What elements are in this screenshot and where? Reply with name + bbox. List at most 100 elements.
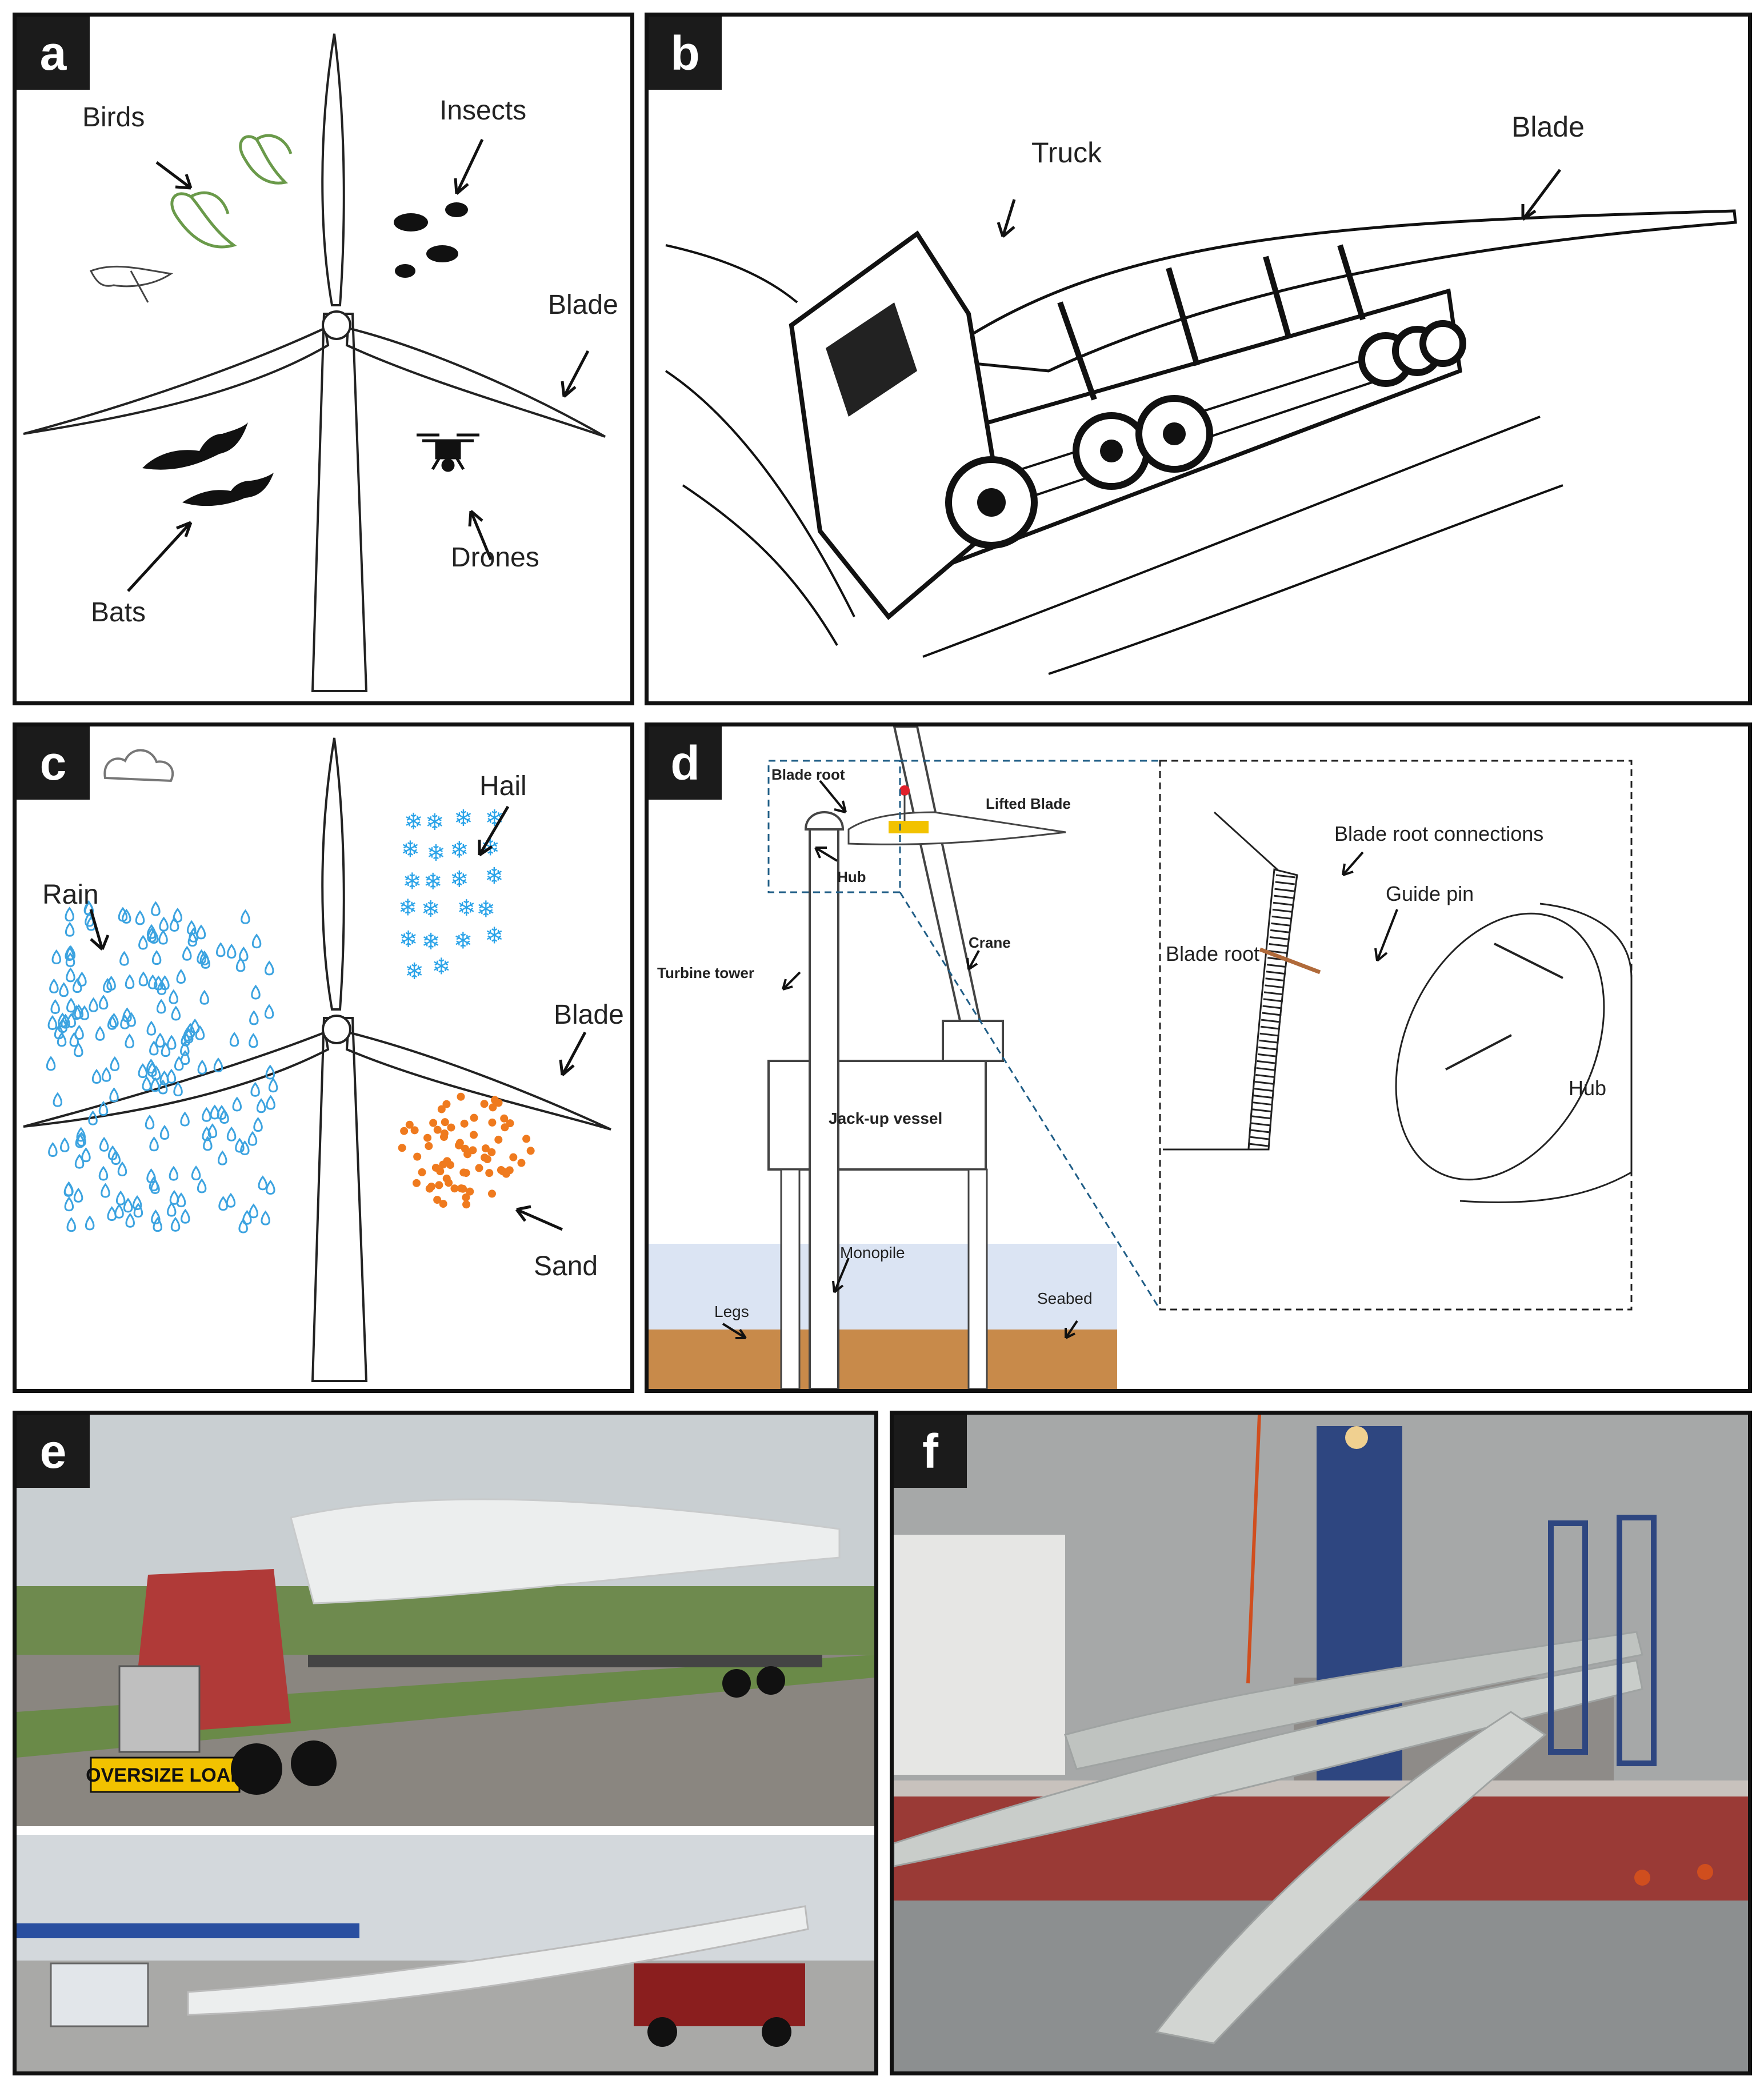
rain-drop bbox=[74, 1153, 85, 1169]
label-blade-root: Blade root bbox=[771, 766, 845, 783]
label-guide-pin: Guide pin bbox=[1386, 882, 1474, 905]
bolt-line bbox=[1261, 1019, 1281, 1023]
sand-grain bbox=[425, 1142, 433, 1151]
rain-drop bbox=[65, 946, 74, 961]
rain-drop bbox=[241, 909, 250, 924]
sand-grain bbox=[475, 1164, 483, 1172]
cab-window bbox=[826, 302, 917, 417]
rain-drop bbox=[58, 1012, 67, 1028]
rain-drop bbox=[57, 1032, 67, 1047]
bolt-line bbox=[1248, 1143, 1269, 1147]
sand-grain bbox=[442, 1174, 451, 1183]
rain-drop bbox=[77, 971, 87, 987]
blade-damaged-1 bbox=[894, 1659, 1643, 1867]
rain-drop bbox=[49, 978, 59, 993]
rain-drop bbox=[146, 1020, 157, 1036]
rain-drop bbox=[176, 1192, 186, 1208]
bolt-lines bbox=[1248, 874, 1296, 1147]
bolt-line bbox=[1263, 998, 1283, 1003]
sand-grain bbox=[487, 1189, 496, 1198]
panel-f: f bbox=[890, 1411, 1752, 2075]
label-blade: Blade bbox=[554, 1000, 624, 1030]
sand-grain bbox=[429, 1119, 438, 1127]
rain-drop bbox=[191, 1165, 201, 1181]
turbine-blade-right bbox=[345, 1031, 611, 1131]
label-insects: Insects bbox=[439, 95, 526, 126]
sand-grain bbox=[436, 1167, 445, 1176]
lifted-blade bbox=[847, 811, 1066, 845]
rain-drop bbox=[54, 1024, 64, 1040]
sand-grain bbox=[459, 1168, 468, 1177]
wheel-hubs bbox=[977, 422, 1186, 517]
rain-drop bbox=[146, 924, 157, 939]
label-arrows bbox=[127, 138, 590, 592]
panel-c-drawing: ❄❄❄❄❄❄❄❄❄❄❄❄❄❄❄❄❄❄❄❄❄❄ Hail Rain Blade S… bbox=[23, 737, 624, 1382]
rain-drop bbox=[149, 1136, 159, 1152]
sand-grain bbox=[487, 1148, 496, 1156]
rain-drop bbox=[46, 1056, 56, 1071]
sand-grain bbox=[450, 1184, 459, 1193]
rain-drop bbox=[169, 1165, 179, 1181]
hail-flake: ❄ bbox=[485, 923, 504, 949]
rain-drop bbox=[135, 910, 145, 925]
rain-drop bbox=[266, 1180, 275, 1195]
sand-grain bbox=[405, 1120, 414, 1129]
sand-grain bbox=[470, 1113, 478, 1122]
bolt-line bbox=[1268, 950, 1288, 955]
turbine-tower bbox=[311, 1017, 368, 1382]
rain-drop bbox=[64, 1196, 74, 1212]
rain-drop bbox=[47, 1015, 58, 1030]
bolt-line bbox=[1275, 874, 1296, 879]
rain-drop bbox=[98, 1165, 109, 1181]
sand-grain bbox=[446, 1161, 455, 1169]
rain-drop bbox=[238, 1218, 248, 1233]
panel-tag: a bbox=[17, 17, 90, 90]
rain-drop bbox=[166, 1201, 177, 1217]
label-arrows bbox=[722, 780, 1398, 1339]
sand-grain bbox=[398, 1144, 406, 1152]
rain-drop bbox=[261, 1210, 270, 1225]
rain-drop bbox=[109, 1012, 119, 1028]
panel-tag: f bbox=[894, 1415, 967, 1488]
panel-b-sketch: Truck Blade bbox=[665, 111, 1737, 675]
hail-flake: ❄ bbox=[405, 959, 424, 985]
rain-drop bbox=[169, 989, 178, 1004]
rain-drop bbox=[218, 1150, 227, 1165]
panel-tag: d bbox=[649, 726, 722, 800]
label-legs: Legs bbox=[714, 1303, 749, 1320]
rain-drop bbox=[48, 1142, 58, 1157]
bolt-line bbox=[1259, 1039, 1279, 1044]
bolt-line bbox=[1257, 1053, 1278, 1057]
bird-icons bbox=[170, 134, 293, 249]
rain-drop bbox=[66, 1217, 77, 1232]
rain-drop bbox=[226, 1126, 237, 1141]
bolt-line bbox=[1273, 901, 1293, 906]
sand-grain bbox=[485, 1169, 494, 1177]
seabed-ground bbox=[649, 1330, 1117, 1389]
rain-drop bbox=[156, 999, 166, 1014]
label-drones: Drones bbox=[451, 542, 539, 573]
sand-grain bbox=[412, 1179, 421, 1187]
sand-grain bbox=[509, 1153, 518, 1161]
stanchions bbox=[1057, 244, 1366, 401]
turbine-tower bbox=[311, 313, 368, 692]
rain-drop bbox=[173, 1081, 183, 1097]
rain-drop bbox=[199, 989, 209, 1005]
rain-drop bbox=[197, 1059, 207, 1075]
rain-drop bbox=[107, 1145, 118, 1160]
gas-station-canopy bbox=[17, 1923, 359, 1938]
bolt-line bbox=[1265, 977, 1285, 982]
hail-flake: ❄ bbox=[457, 895, 476, 921]
sand-grain bbox=[457, 1092, 465, 1101]
sand-grain bbox=[481, 1144, 490, 1153]
label-bats: Bats bbox=[91, 597, 146, 628]
rain-drop bbox=[219, 1109, 229, 1124]
label-blade: Blade bbox=[548, 290, 618, 320]
sand-grain bbox=[447, 1123, 455, 1132]
rain-drop bbox=[91, 1069, 102, 1084]
sand-grain bbox=[522, 1135, 531, 1143]
hail-flake: ❄ bbox=[404, 809, 423, 835]
label-arrows bbox=[997, 169, 1562, 238]
bolt-line bbox=[1254, 1081, 1275, 1085]
rain-drop bbox=[111, 1150, 121, 1165]
